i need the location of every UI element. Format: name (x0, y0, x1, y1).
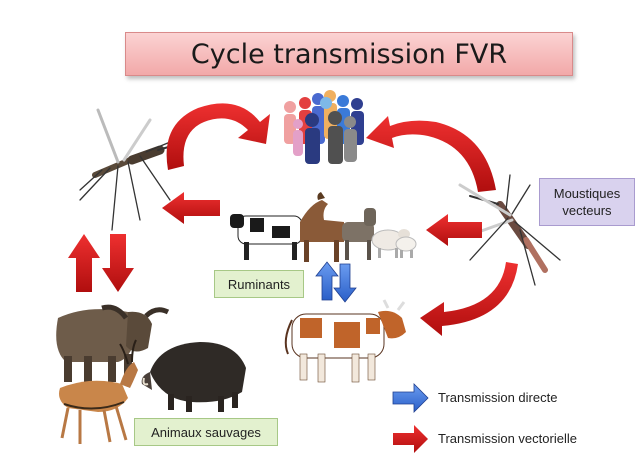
label-moustiques-line1: Moustiques (553, 186, 621, 201)
label-moustiques-vecteurs: Moustiques vecteurs (539, 178, 635, 226)
arrow-livestock-to-cow (333, 263, 357, 303)
arrow-cow-to-livestock (315, 261, 339, 301)
label-moustiques-line2: vecteurs (562, 203, 612, 218)
diagram-title: Cycle transmission FVR (125, 32, 573, 76)
label-animaux-sauvages: Animaux sauvages (134, 418, 278, 446)
cow-icon (284, 299, 406, 383)
livestock-group-icon (230, 192, 417, 262)
legend-vectorielle-text: Transmission vectorielle (438, 431, 577, 446)
legend-vector-arrow (393, 425, 428, 453)
arrow-right-mosquito-to-humans (366, 116, 496, 192)
mosquito-icon (458, 174, 561, 286)
boar-icon (141, 342, 246, 412)
arrow-mosquito-to-humans (166, 103, 270, 170)
arrow-mosquito-to-livestock (426, 214, 482, 246)
vector-arrows (68, 103, 518, 336)
arrow-mosquito-to-wild (102, 234, 134, 292)
legend-direct-arrow (392, 383, 429, 413)
arrow-livestock-to-mosquito (162, 192, 220, 224)
gazelle-icon (59, 339, 138, 444)
humans-group-icon (284, 90, 364, 164)
mosquito-icon (79, 108, 176, 231)
label-ruminants: Ruminants (214, 270, 304, 298)
direct-arrows (315, 261, 357, 303)
legend-directe-text: Transmission directe (438, 390, 558, 405)
arrow-wild-to-mosquito (68, 234, 100, 292)
buffalo-icon (56, 304, 170, 382)
arrow-mosquito-to-cow (420, 262, 518, 336)
